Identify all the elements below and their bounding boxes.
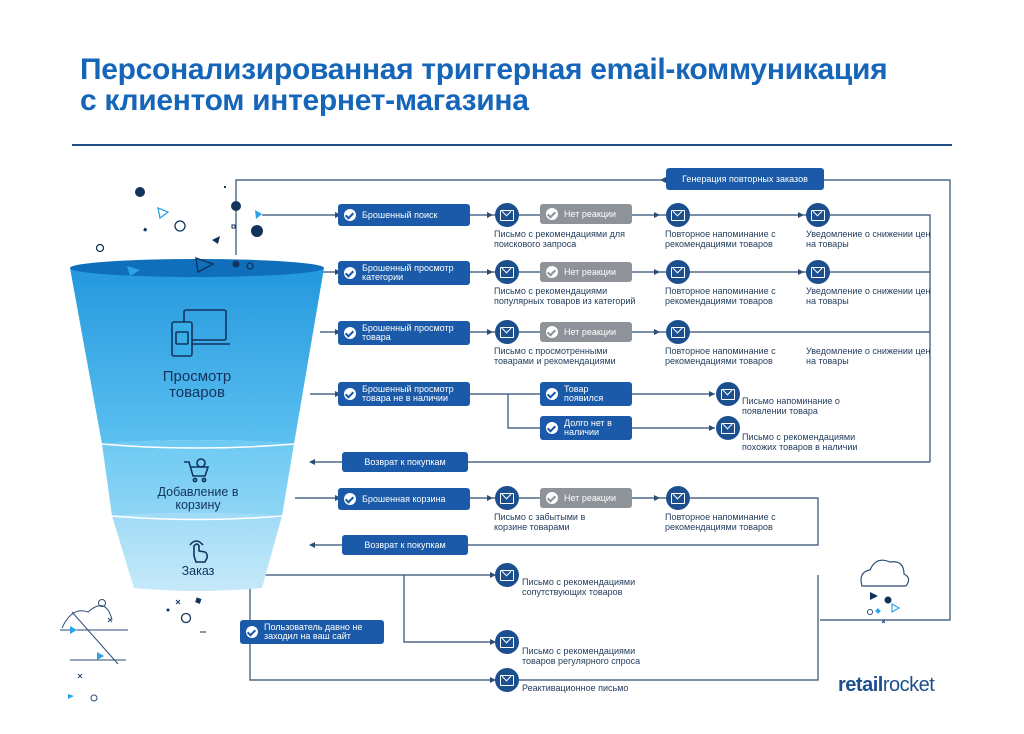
tap-icon xyxy=(189,540,209,563)
cart-icon xyxy=(184,458,210,483)
mail-icon xyxy=(495,668,519,692)
mail-icon xyxy=(495,486,519,510)
stock-appeared: Товар появился xyxy=(540,382,632,406)
mail-icon xyxy=(495,563,519,587)
no-reaction-1: Нет реакции xyxy=(540,204,632,224)
retailrocket-logo: retailrocket xyxy=(838,674,935,696)
no-reaction-2: Нет реакции xyxy=(540,262,632,282)
mail-icon xyxy=(716,416,740,440)
letter-category-2: Повторное напоминание с рекомендациями т… xyxy=(665,286,776,306)
check-icon xyxy=(546,388,558,400)
page-title: Персонализированная триггерная email-ком… xyxy=(80,53,888,117)
letter-cart-2: Повторное напоминание с рекомендациями т… xyxy=(665,512,776,532)
letter-stock-1: Письмо напоминание о появлении товара xyxy=(742,396,840,416)
repeat-orders-badge: Генерация повторных заказов xyxy=(666,168,824,190)
mail-icon xyxy=(495,203,519,227)
letter-order-1: Письмо с рекомендациями сопутствующих то… xyxy=(522,577,636,597)
letter-cart-1: Письмо с забытыми в корзине товарами xyxy=(494,512,586,532)
trigger-search: Брошенный поиск xyxy=(338,204,470,226)
geometry-doodle xyxy=(60,599,128,702)
check-icon xyxy=(546,326,558,338)
letter-category-3: Уведомление о снижении цен на товары xyxy=(806,286,931,306)
check-icon xyxy=(344,267,356,279)
title-line-2: с клиентом интернет-магазина xyxy=(80,84,529,117)
letter-product-2: Повторное напоминание с рекомендациями т… xyxy=(665,346,776,366)
row-line-stock-branch xyxy=(507,394,715,429)
letter-category-1: Письмо с рекомендациями популярных товар… xyxy=(494,286,636,306)
mail-icon xyxy=(495,260,519,284)
letter-product-1: Письмо с просмотренными товарами и реком… xyxy=(494,346,616,366)
check-icon xyxy=(344,327,356,339)
devices-icon xyxy=(171,309,230,357)
funnel-stage-view: Просмотр товаров xyxy=(162,368,232,401)
mail-icon xyxy=(666,260,690,284)
mail-icon xyxy=(666,320,690,344)
trigger-product: Брошенный просмотр товара xyxy=(338,321,470,345)
mail-icon xyxy=(666,203,690,227)
check-icon xyxy=(546,422,558,434)
check-icon xyxy=(344,493,356,505)
stock-long-absent: Долго нет в наличии xyxy=(540,416,632,440)
mail-icon xyxy=(806,203,830,227)
trigger-cart: Брошенная корзина xyxy=(338,488,470,510)
row-line-order-2 xyxy=(403,575,496,643)
trigger-category: Брошенный просмотр категории xyxy=(338,261,470,285)
mail-icon xyxy=(495,630,519,654)
check-icon xyxy=(246,626,258,638)
funnel-stage-cart: Добавление в корзину xyxy=(157,485,239,512)
row-line-search xyxy=(262,214,931,462)
mail-icon xyxy=(806,260,830,284)
letter-product-3: Уведомление о снижении цен на товары xyxy=(806,346,931,366)
mail-icon xyxy=(495,320,519,344)
mail-icon xyxy=(666,486,690,510)
letter-reactivation: Реактивационное письмо xyxy=(522,683,629,693)
trigger-out-of-stock: Брошенный просмотр товара не в наличии xyxy=(338,382,470,406)
funnel-stage-order: Заказ xyxy=(181,564,215,578)
no-reaction-4: Нет реакции xyxy=(540,488,632,508)
return-to-shopping-1: Возврат к покупкам xyxy=(342,452,468,472)
check-icon xyxy=(546,208,558,220)
funnel xyxy=(70,259,324,591)
letter-order-2: Письмо с рекомендациями товаров регулярн… xyxy=(522,646,641,666)
letter-search-1: Письмо с рекомендациями для поискового з… xyxy=(494,229,626,249)
confetti-decoration xyxy=(95,186,263,633)
letter-search-3: Уведомление о снижении цен на товары xyxy=(806,229,931,249)
letter-search-2: Повторное напоминание с рекомендациями т… xyxy=(665,229,776,249)
check-icon xyxy=(344,209,356,221)
trigger-inactive: Пользователь давно не заходил на ваш сай… xyxy=(240,620,384,644)
letter-stock-2: Письмо с рекомендациями похожих товаров … xyxy=(742,432,858,452)
title-line-1: Персонализированная триггерная email-ком… xyxy=(80,53,888,86)
check-icon xyxy=(546,492,558,504)
cloud-decoration xyxy=(860,559,910,624)
mail-icon xyxy=(716,382,740,406)
check-icon xyxy=(546,266,558,278)
return-to-shopping-2: Возврат к покупкам xyxy=(342,535,468,555)
title-divider xyxy=(72,144,952,146)
no-reaction-3: Нет реакции xyxy=(540,322,632,342)
check-icon xyxy=(344,388,356,400)
